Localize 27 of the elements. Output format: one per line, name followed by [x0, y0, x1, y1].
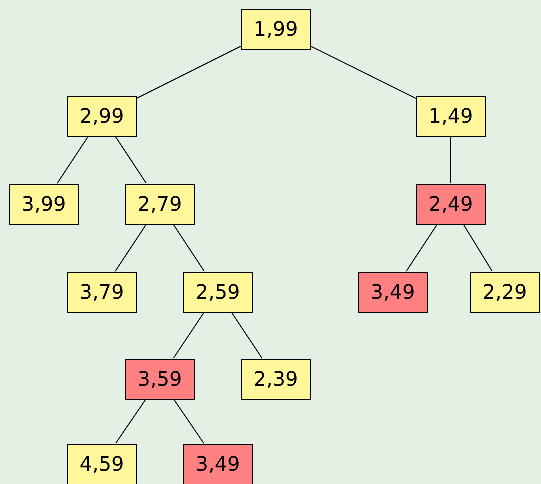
- connector-line: [174, 399, 204, 444]
- value-box: 2,39: [241, 358, 311, 400]
- value-box: 3,49: [358, 272, 428, 312]
- connector-line: [116, 399, 146, 444]
- connector-line: [231, 312, 263, 359]
- value-box: 4,59: [67, 444, 137, 484]
- connector-line: [115, 224, 147, 272]
- value-box: 3,59: [125, 358, 195, 400]
- value-box: 3,79: [67, 272, 137, 312]
- value-box: 1,49: [416, 96, 486, 136]
- value-box: 2,99: [67, 96, 137, 136]
- value-box: 2,59: [183, 272, 253, 312]
- connector-line: [463, 224, 493, 272]
- value-box: 2,79: [125, 184, 195, 224]
- connector-line: [173, 312, 205, 359]
- connector-line: [173, 224, 205, 272]
- connector-line: [310, 46, 416, 100]
- value-box: 3,49: [183, 444, 253, 484]
- connector-line: [450, 136, 452, 184]
- value-box: 3,99: [9, 184, 79, 224]
- connector-line: [406, 224, 438, 272]
- value-box: 1,99: [241, 8, 311, 50]
- value-box: 2,29: [470, 272, 540, 312]
- connector-line: [115, 136, 147, 184]
- value-box: 2,49: [416, 184, 486, 224]
- connector-line: [136, 46, 242, 99]
- connector-line: [57, 136, 89, 184]
